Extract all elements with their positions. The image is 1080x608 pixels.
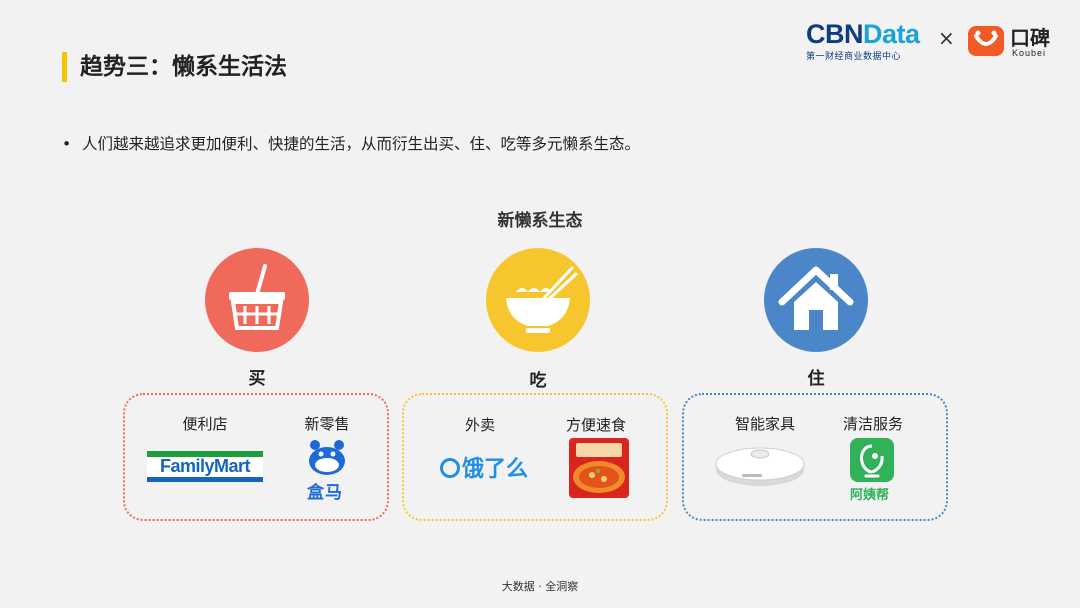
category-box-buy <box>123 393 389 521</box>
koubei-smile-icon <box>968 26 1004 56</box>
house-icon <box>764 248 868 352</box>
cbn-logo-dark: CBN <box>806 19 864 49</box>
item-label-smart-home: 智能家具 <box>734 415 795 433</box>
logo-separator: × <box>938 26 955 50</box>
eleme-logo-text: 饿了么 <box>462 457 529 482</box>
item-label-instant-food: 方便速食 <box>565 416 626 434</box>
title-accent-bar <box>62 52 67 82</box>
category-box-live <box>682 393 948 521</box>
cbndata-logo: CBNData 第一财经商业数据中心 <box>806 20 920 62</box>
item-label-convenience-store: 便利店 <box>182 415 228 433</box>
cbn-logo-subtitle: 第一财经商业数据中心 <box>806 52 902 62</box>
bullet-symbol: • <box>62 135 72 153</box>
hippo-icon <box>309 440 345 475</box>
bullet-point: • 人们越来越追求更加便利、快捷的生活，从而衍生出买、住、吃等多元懒系生态。 <box>62 132 640 154</box>
instant-hotpot-package-icon <box>569 438 629 498</box>
familymart-logo-text: FamilyMart <box>147 457 263 476</box>
item-label-new-retail: 新零售 <box>304 415 350 433</box>
category-label-buy: 买 <box>248 369 266 389</box>
footer-tagline: 大数据 · 全洞察 <box>501 580 579 593</box>
ayibang-icon <box>850 438 894 482</box>
noodle-bowl-icon <box>486 248 590 352</box>
koubei-logo-subtitle: Koubei <box>1012 48 1047 58</box>
cbn-logo-light: Data <box>863 19 920 49</box>
section-heading: 新懒系生态 <box>497 211 583 231</box>
familymart-logo: FamilyMart <box>147 451 263 483</box>
category-box-eat <box>402 393 668 521</box>
robot-vacuum-icon <box>715 447 805 486</box>
hema-logo-text: 盒马 <box>307 483 343 503</box>
shopping-basket-icon <box>205 248 309 352</box>
koubei-logo-text: 口碑 <box>1010 26 1050 50</box>
eleme-icon <box>440 458 460 478</box>
category-label-eat: 吃 <box>529 371 547 391</box>
item-label-cleaning-service: 清洁服务 <box>842 415 903 433</box>
eleme-logo: 饿了么 <box>440 451 528 483</box>
item-label-takeout: 外卖 <box>464 416 495 434</box>
page-title: 趋势三：懒系生活法 <box>80 54 287 80</box>
bullet-text: 人们越来越追求更加便利、快捷的生活，从而衍生出买、住、吃等多元懒系生态。 <box>82 135 641 153</box>
category-label-live: 住 <box>807 369 825 389</box>
ayibang-logo-text: 阿姨帮 <box>850 488 890 503</box>
